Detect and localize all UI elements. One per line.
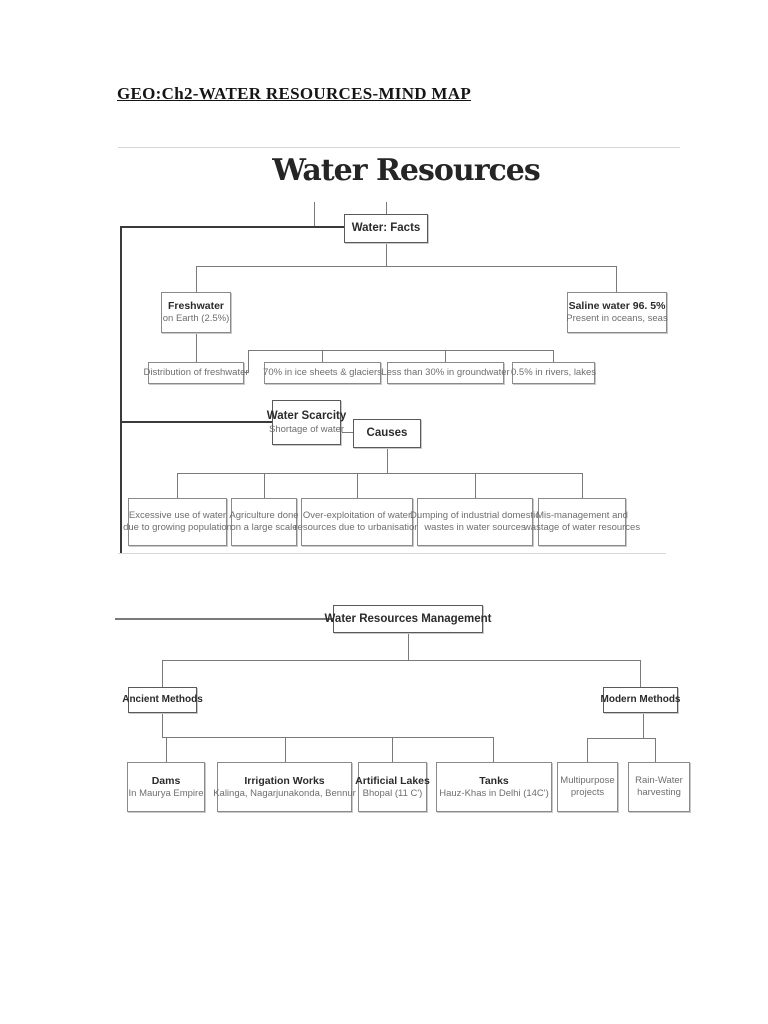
node-cause-overexploitation: Over-exploitation of water resources due… xyxy=(294,498,420,546)
connector-heading-facts xyxy=(386,202,387,214)
connector-facts-down xyxy=(386,243,387,266)
node-irrigation-works: Irrigation Works Kalinga, Nagarjunakonda… xyxy=(213,762,356,812)
node-tanks: Tanks Hauz-Khas in Delhi (14C') xyxy=(436,762,552,812)
connector-to-cause3 xyxy=(357,473,358,498)
node-rainwater-harvesting: Rain-Water harvesting xyxy=(628,762,690,812)
connector-heading-left xyxy=(314,202,315,226)
connector-to-rivers xyxy=(553,350,554,362)
scan-edge-top xyxy=(118,147,680,148)
node-artificial-lakes: Artificial Lakes Bhopal (11 C') xyxy=(355,762,430,812)
connector-freshwater-down xyxy=(196,333,197,362)
connector-to-ancient xyxy=(162,660,163,687)
node-ancient-methods: Ancient Methods xyxy=(122,687,203,713)
node-dams: Dams In Maurya Empire xyxy=(127,762,205,812)
connector-to-freshwater xyxy=(196,266,197,293)
connector-bracket-facts xyxy=(196,266,617,267)
mindmap-heading: Water Resources xyxy=(272,153,541,188)
connector-to-tanks xyxy=(493,737,494,762)
connector-management-down xyxy=(408,633,409,660)
document-title: GEO:Ch2-WATER RESOURCES-MIND MAP xyxy=(117,84,472,103)
connector-bracket-left-down xyxy=(248,350,249,373)
node-rivers-lakes: 0.5% in rivers, lakes xyxy=(511,362,596,384)
connector-causes-down xyxy=(387,448,388,473)
connector-to-dams xyxy=(166,737,167,762)
connector-spine-scarcity xyxy=(120,421,272,423)
connector-bracket-causes xyxy=(177,473,583,474)
connector-bracket-modern xyxy=(587,738,656,739)
node-water-facts: Water: Facts xyxy=(344,214,428,243)
connector-to-irrigation xyxy=(285,737,286,762)
connector-bracket-methods xyxy=(162,660,641,661)
connector-distribution-jog xyxy=(244,372,249,373)
node-freshwater: Freshwater on Earth (2.5%) xyxy=(161,292,231,333)
connector-left-spine xyxy=(120,226,122,553)
connector-modern-down xyxy=(643,713,644,738)
connector-scarcity-causes xyxy=(341,432,353,433)
connector-bracket-ancient xyxy=(162,737,494,738)
node-causes: Causes xyxy=(353,419,421,448)
connector-to-cause4 xyxy=(475,473,476,498)
node-groundwater: Less than 30% in groundwater xyxy=(381,362,510,384)
connector-left-management xyxy=(115,618,333,620)
connector-bracket-distribution xyxy=(248,350,554,351)
connector-to-groundwater xyxy=(445,350,446,362)
node-ice-sheets: 70% in ice sheets & glaciers xyxy=(263,362,382,384)
connector-to-lakes xyxy=(392,737,393,762)
node-water-resources-management: Water Resources Management xyxy=(325,605,492,633)
node-water-scarcity: Water Scarcity Shortage of water xyxy=(267,400,346,445)
node-cause-agriculture: Agriculture done on a large scale xyxy=(229,498,299,546)
connector-to-rainwater xyxy=(655,738,656,762)
node-multipurpose-projects: Multipurpose projects xyxy=(557,762,618,812)
node-cause-population: Excessive use of water due to growing po… xyxy=(123,498,232,546)
connector-to-cause2 xyxy=(264,473,265,498)
connector-to-saline xyxy=(616,266,617,293)
node-cause-mismanagement: Mis-management and wastage of water reso… xyxy=(524,498,640,546)
connector-to-modern xyxy=(640,660,641,687)
connector-to-ice xyxy=(322,350,323,362)
connector-ancient-down xyxy=(162,713,163,737)
connector-to-multipurpose xyxy=(587,738,588,762)
node-modern-methods: Modern Methods xyxy=(601,687,681,713)
connector-to-cause1 xyxy=(177,473,178,498)
connector-spine-facts xyxy=(120,226,344,228)
node-saline-water: Saline water 96. 5% Present in oceans, s… xyxy=(566,292,668,333)
node-cause-dumping: Dumping of industrial domestic wastes in… xyxy=(410,498,540,546)
node-distribution-freshwater: Distribution of freshwater xyxy=(143,362,249,384)
connector-to-cause5 xyxy=(582,473,583,498)
scan-edge-bottom xyxy=(118,553,666,554)
